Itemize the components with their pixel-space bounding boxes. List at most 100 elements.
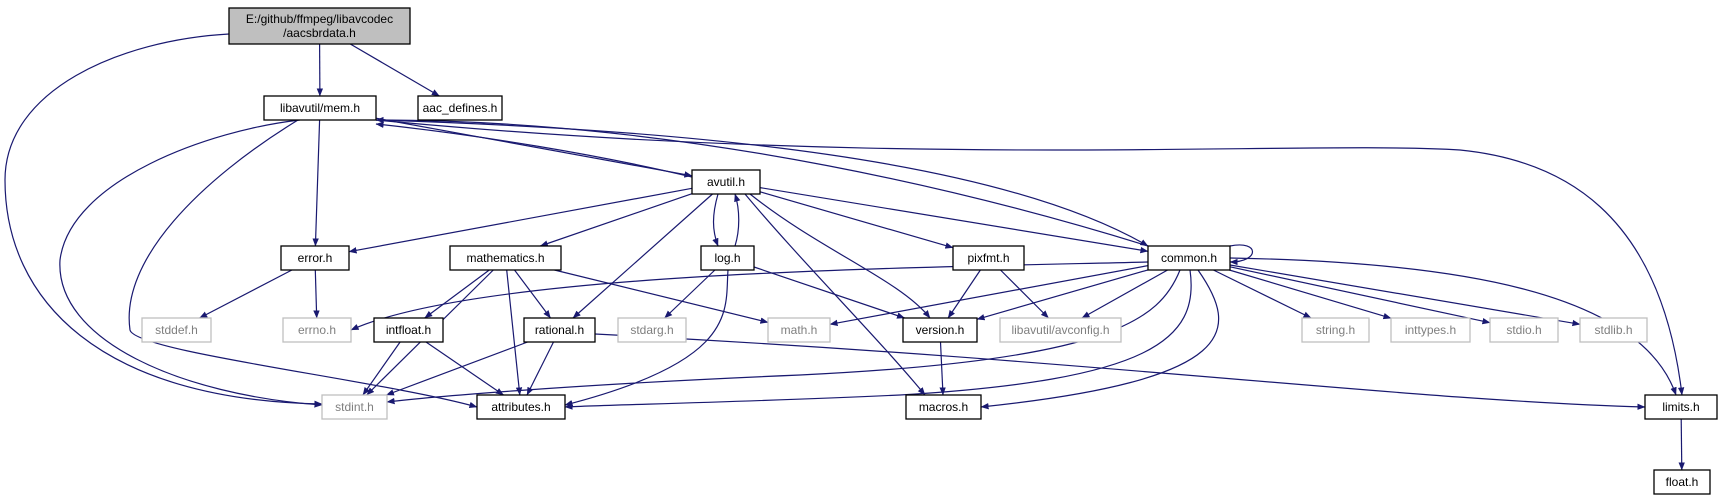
node-box-math[interactable]: [767, 317, 831, 343]
node-intfloat[interactable]: intfloat.h: [373, 317, 444, 343]
node-mem[interactable]: libavutil/mem.h: [263, 95, 377, 121]
node-label-rational: rational.h: [535, 323, 584, 337]
nodes-layer: E:/github/ffmpeg/libavcodec/aacsbrdata.h…: [141, 7, 1718, 495]
node-stdarg[interactable]: stdarg.h: [617, 317, 687, 343]
node-label-macros: macros.h: [919, 400, 968, 414]
edge-error-errno: [313, 269, 320, 319]
node-string[interactable]: string.h: [1301, 317, 1370, 343]
edge-common-version: [976, 269, 1149, 321]
edge-common-stdlib: [1229, 264, 1581, 327]
node-label-pixfmt: pixfmt.h: [967, 251, 1009, 265]
edge-avutil-log: [712, 193, 719, 247]
node-box-mathematics[interactable]: [449, 245, 562, 271]
edge-common-limits: [1229, 257, 1677, 396]
node-label-inttypes: inttypes.h: [1405, 323, 1456, 337]
edge-mem-attributes: [128, 119, 478, 409]
node-box-stdio[interactable]: [1489, 317, 1559, 343]
node-label-avutil: avutil.h: [707, 175, 745, 189]
edge-common-stdint: [386, 269, 1181, 405]
node-box-inttypes[interactable]: [1390, 317, 1471, 343]
node-box-mem[interactable]: [263, 95, 377, 121]
node-label-version: version.h: [916, 323, 965, 337]
edge-avutil-macros: [744, 193, 926, 396]
node-attributes[interactable]: attributes.h: [476, 394, 566, 420]
node-mathematics[interactable]: mathematics.h: [449, 245, 562, 271]
edges-layer: [4, 33, 1685, 471]
node-limits[interactable]: limits.h: [1644, 394, 1718, 420]
node-pixfmt[interactable]: pixfmt.h: [952, 245, 1025, 271]
edge-mem-stdint: [59, 119, 323, 408]
node-stdint[interactable]: stdint.h: [321, 394, 388, 420]
node-box-stdlib[interactable]: [1579, 317, 1648, 343]
node-box-stdint[interactable]: [321, 394, 388, 420]
edge-log-attributes: [564, 269, 729, 407]
node-label-stddef: stddef.h: [155, 323, 198, 337]
node-box-avconfig[interactable]: [999, 317, 1122, 343]
node-label-float: float.h: [1666, 475, 1699, 489]
node-label-error: error.h: [298, 251, 333, 265]
node-stdio[interactable]: stdio.h: [1489, 317, 1559, 343]
node-box-stddef[interactable]: [141, 317, 212, 343]
edge-common-string: [1213, 269, 1312, 319]
node-aac_defines[interactable]: aac_defines.h: [417, 95, 503, 121]
node-stdlib[interactable]: stdlib.h: [1579, 317, 1648, 343]
node-box-root[interactable]: [228, 7, 411, 45]
node-label-string: string.h: [1316, 323, 1355, 337]
node-label-aac_defines: aac_defines.h: [423, 101, 498, 115]
node-box-avutil[interactable]: [691, 169, 761, 195]
edge-log-avutil: [734, 193, 741, 247]
node-box-version[interactable]: [902, 317, 978, 343]
edge-root-aac_defines: [349, 43, 440, 97]
node-label-log: log.h: [714, 251, 740, 265]
node-error[interactable]: error.h: [280, 245, 350, 271]
node-box-stdarg[interactable]: [617, 317, 687, 343]
edge-error-stddef: [199, 269, 293, 319]
node-avutil[interactable]: avutil.h: [691, 169, 761, 195]
node-label-root: /aacsbrdata.h: [283, 26, 356, 40]
node-version[interactable]: version.h: [902, 317, 978, 343]
node-box-float[interactable]: [1653, 469, 1711, 495]
node-box-error[interactable]: [280, 245, 350, 271]
edge-avutil-version: [749, 193, 931, 319]
node-box-pixfmt[interactable]: [952, 245, 1025, 271]
node-stddef[interactable]: stddef.h: [141, 317, 212, 343]
node-box-attributes[interactable]: [476, 394, 566, 420]
node-box-errno[interactable]: [282, 317, 352, 343]
edge-avutil-common: [759, 187, 1149, 254]
node-float[interactable]: float.h: [1653, 469, 1711, 495]
edge-common-stdio: [1229, 266, 1491, 325]
node-macros[interactable]: macros.h: [905, 394, 982, 420]
node-inttypes[interactable]: inttypes.h: [1390, 317, 1471, 343]
node-root[interactable]: E:/github/ffmpeg/libavcodec/aacsbrdata.h: [228, 7, 411, 45]
node-box-common[interactable]: [1147, 245, 1231, 271]
edge-mem-error: [312, 119, 321, 247]
node-label-intfloat: intfloat.h: [386, 323, 431, 337]
node-box-intfloat[interactable]: [373, 317, 444, 343]
edge-log-version: [753, 266, 905, 319]
node-label-attributes: attributes.h: [491, 400, 550, 414]
edge-common-macros: [980, 269, 1220, 410]
node-box-limits[interactable]: [1644, 394, 1718, 420]
node-label-stdio: stdio.h: [1506, 323, 1541, 337]
node-box-aac_defines[interactable]: [417, 95, 503, 121]
node-label-stdarg: stdarg.h: [630, 323, 673, 337]
edge-common-math: [829, 265, 1149, 327]
node-rational[interactable]: rational.h: [523, 317, 596, 343]
node-log[interactable]: log.h: [700, 245, 755, 271]
node-math[interactable]: math.h: [767, 317, 831, 343]
node-box-rational[interactable]: [523, 317, 596, 343]
edge-mathematics-intfloat: [424, 269, 490, 319]
edge-common-inttypes: [1229, 269, 1392, 320]
node-box-string[interactable]: [1301, 317, 1370, 343]
node-avconfig[interactable]: libavutil/avconfig.h: [999, 317, 1122, 343]
edge-rational-stdint: [386, 341, 528, 396]
edge-version-macros: [939, 341, 946, 396]
node-box-macros[interactable]: [905, 394, 982, 420]
node-common[interactable]: common.h: [1147, 245, 1231, 271]
node-errno[interactable]: errno.h: [282, 317, 352, 343]
node-label-common: common.h: [1161, 251, 1217, 265]
node-label-root: E:/github/ffmpeg/libavcodec: [246, 12, 393, 26]
edge-mem-limits: [375, 119, 1685, 396]
edge-mathematics-attributes: [506, 269, 523, 396]
node-box-log[interactable]: [700, 245, 755, 271]
